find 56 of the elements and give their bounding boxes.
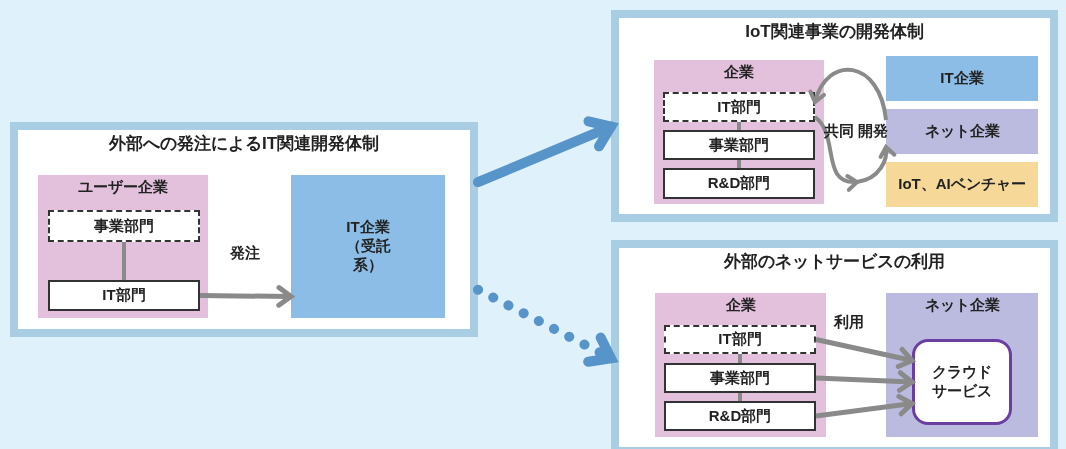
connector-line xyxy=(738,393,742,401)
box-label: 事業部門 xyxy=(709,368,771,388)
company-group xyxy=(654,60,824,204)
box-label: R&D部門 xyxy=(706,174,772,193)
company-box xyxy=(291,175,445,318)
panel xyxy=(10,122,478,337)
arrow xyxy=(473,284,616,367)
box-label: クラウドサービス xyxy=(931,363,993,401)
department-box xyxy=(663,168,815,199)
department-box xyxy=(664,325,816,354)
box-label: IT部門 xyxy=(716,97,762,117)
box-label: IT部門 xyxy=(101,286,147,305)
department-box xyxy=(663,130,815,160)
company-box xyxy=(886,56,1038,101)
department-box xyxy=(48,210,200,242)
department-box xyxy=(664,401,816,431)
company-box xyxy=(886,109,1038,154)
box-label: IT企業（受託系） xyxy=(344,218,392,275)
box-label: R&D部門 xyxy=(707,406,773,426)
heading: IoT関連事業の開発体制 xyxy=(744,21,925,43)
cycle-label: 共同 開発 xyxy=(822,122,890,141)
company-box xyxy=(886,162,1038,207)
arrow xyxy=(199,285,294,308)
box-label: IoT、AIベンチャー xyxy=(897,175,1027,194)
box-label: 事業部門 xyxy=(708,135,770,155)
connector-line xyxy=(737,122,741,130)
box-label: ネット企業 xyxy=(923,122,1001,141)
box-label: IT部門 xyxy=(717,330,763,349)
service-box xyxy=(912,339,1012,425)
box-label: IT企業 xyxy=(939,69,985,88)
panel xyxy=(611,240,1058,449)
panel xyxy=(611,10,1058,222)
heading: 企業 xyxy=(724,296,757,315)
edge-label: 発注 xyxy=(228,244,262,263)
heading: ユーザー企業 xyxy=(77,178,169,197)
department-box xyxy=(664,363,816,393)
company-group xyxy=(886,293,1038,437)
cycle-arrow xyxy=(809,67,888,121)
arrow xyxy=(815,337,915,369)
connector-line xyxy=(738,354,742,363)
arrow xyxy=(815,393,915,419)
company-group xyxy=(38,175,208,318)
department-box xyxy=(48,280,200,311)
heading: 外部のネットサービスの利用 xyxy=(723,251,946,273)
edge-label: 利用 xyxy=(832,313,866,332)
department-box xyxy=(663,92,815,122)
company-group xyxy=(655,293,826,437)
connector-line xyxy=(737,160,741,168)
cycle-arrow xyxy=(813,115,897,192)
heading: 外部への発注によるIT関連開発体制 xyxy=(107,133,381,155)
box-label: 事業部門 xyxy=(93,216,155,236)
arrow xyxy=(815,370,915,393)
heading: 企業 xyxy=(723,63,755,82)
heading: ネット企業 xyxy=(923,296,1001,315)
arrow xyxy=(473,116,616,188)
connector-line xyxy=(122,242,126,280)
